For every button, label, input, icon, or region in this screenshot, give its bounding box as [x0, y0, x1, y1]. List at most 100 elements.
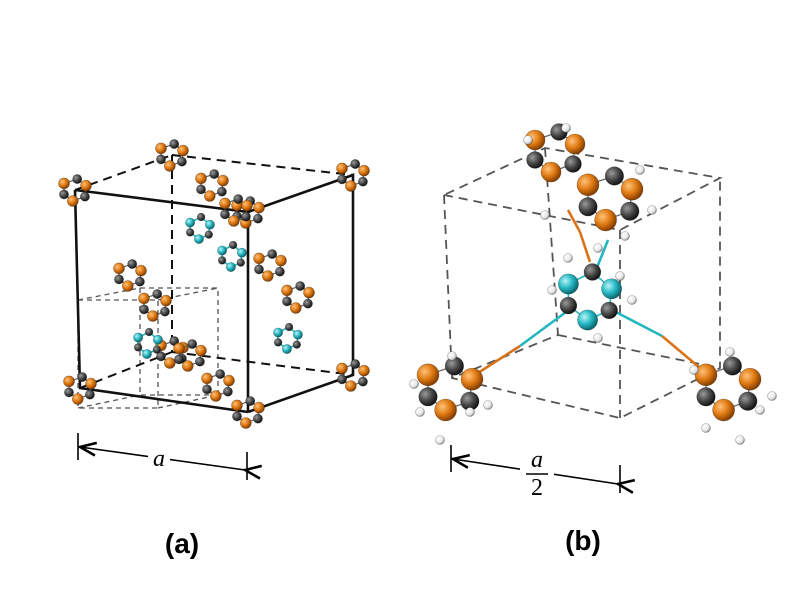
dark-atom [236, 258, 245, 267]
orange-atom [219, 197, 231, 210]
dark-atom [84, 389, 95, 400]
orange-atom [344, 380, 357, 392]
panel-b-diagram [409, 123, 777, 445]
cyan-atom [185, 217, 196, 228]
hydrogen-atom [415, 407, 425, 417]
hydrogen-atom [540, 210, 550, 220]
orange-atom [358, 364, 370, 377]
orange-atom [275, 254, 287, 267]
orange-atom [231, 399, 243, 412]
hydrogen-atom [547, 285, 557, 295]
dark-atom [133, 343, 143, 352]
hydrogen-atom [593, 243, 603, 253]
hydrogen-atom [725, 347, 735, 357]
hydrogen-atom [755, 405, 765, 415]
dark-atom [604, 166, 624, 186]
hydrogen-atom [635, 165, 645, 175]
orange-atom [253, 401, 265, 414]
dark-atom [600, 301, 618, 320]
hydrogen-atom [735, 435, 745, 445]
cyan-atom [601, 278, 622, 300]
hydrogen-atom [689, 365, 699, 375]
dark-atom [233, 194, 244, 204]
dark-atom [350, 159, 361, 169]
orange-atom [240, 417, 252, 429]
hydrogen-atom [483, 400, 493, 410]
dark-atom [252, 213, 263, 224]
dark-atom [169, 336, 180, 346]
dark-atom [139, 304, 149, 315]
hydrogen-atom [701, 423, 711, 433]
hydrogen-atom [627, 295, 637, 305]
orange-atom [738, 367, 762, 391]
dark-atom [156, 351, 166, 362]
orange-atom [113, 262, 125, 275]
panel-a-molecules [58, 139, 370, 429]
cyan-atom [204, 219, 215, 230]
orange-atom [80, 179, 92, 192]
dark-atom [187, 339, 198, 349]
dark-atom [59, 189, 69, 200]
dark-atom [204, 230, 213, 239]
dark-atom [722, 356, 742, 376]
panel-a-label: (a) [165, 528, 199, 559]
cyan-atom [577, 309, 598, 331]
orange-atom [540, 161, 562, 183]
dark-atom [185, 228, 195, 237]
dark-atom [232, 411, 242, 422]
dark-atom [77, 372, 88, 382]
hydrogen-atom [615, 271, 625, 281]
dark-atom [127, 259, 138, 269]
hydrogen-atom [767, 391, 777, 401]
dark-atom [273, 338, 283, 347]
orange-atom [336, 362, 348, 375]
orange-atom [164, 357, 176, 369]
cell-front-edges [73, 173, 355, 414]
dark-atom [337, 374, 347, 385]
dark-atom [209, 169, 220, 179]
dark-atom [72, 174, 83, 184]
dimension-a: a [77, 433, 247, 480]
dark-atom [79, 191, 90, 202]
cyan-atom [133, 332, 144, 343]
dark-atom [220, 209, 230, 220]
panel-a-diagram [58, 139, 370, 429]
dark-atom [337, 174, 347, 185]
orange-atom [594, 208, 617, 232]
orange-atom [241, 199, 253, 212]
dark-atom [418, 387, 438, 407]
hydrogen-atom [620, 231, 630, 241]
orange-atom [173, 342, 185, 355]
cyan-atom [141, 349, 152, 359]
dark-atom [156, 154, 166, 165]
hydrogen-atom [593, 333, 603, 343]
orange-atom [63, 375, 75, 388]
dark-atom [240, 211, 251, 222]
dark-atom [222, 386, 233, 397]
dark-atom [196, 212, 206, 222]
orange-atom [460, 367, 484, 391]
orange-atom [576, 173, 600, 197]
dark-atom [578, 197, 598, 217]
dark-atom [252, 413, 263, 424]
dimension-a-half: a 2 [450, 445, 620, 501]
dark-atom [564, 155, 582, 173]
orange-atom [195, 344, 207, 357]
orange-atom [336, 162, 348, 175]
dark-atom [274, 266, 285, 277]
dark-atom [169, 139, 180, 149]
orange-atom [253, 201, 265, 214]
dark-atom [292, 340, 301, 349]
orange-atom [281, 284, 293, 297]
cyan-atom [193, 234, 204, 244]
dark-atom [284, 322, 294, 332]
orange-atom [416, 363, 440, 387]
dark-atom [295, 281, 306, 291]
orange-atom [67, 195, 79, 207]
dark-atom [267, 249, 278, 259]
dark-atom [302, 298, 313, 309]
dark-atom [216, 186, 227, 197]
dimension-a-half-denominator: 2 [531, 475, 543, 501]
orange-atom [261, 270, 274, 282]
